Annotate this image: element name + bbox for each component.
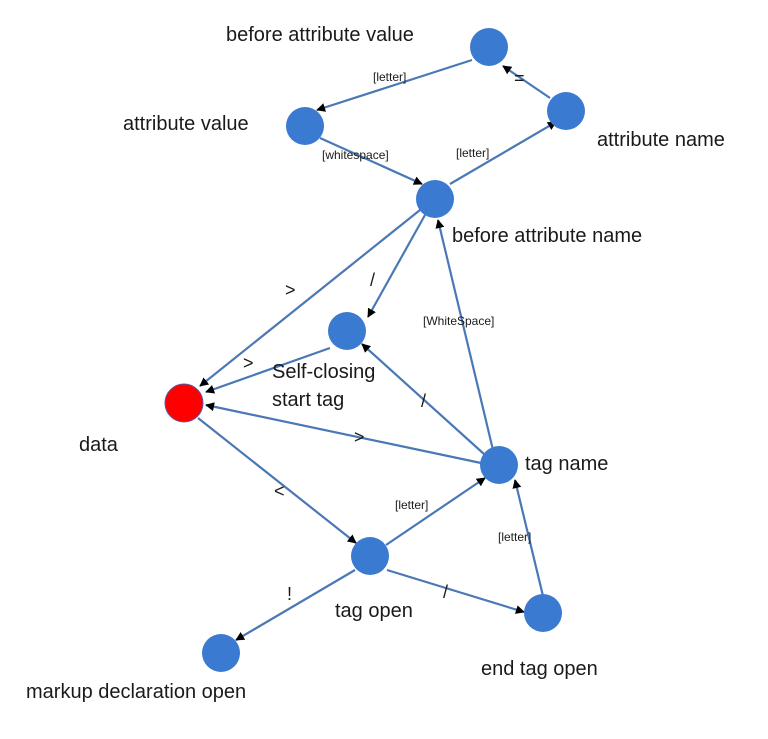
edge-label-an-to-bav: = [514,68,525,88]
edge-label-bav-to-av: [letter] [373,70,406,84]
edge-labels: [letter] = [whitespace] [letter] > / > [… [243,68,531,604]
edge-label-ban-to-an: [letter] [456,146,489,160]
node-before-attribute-value [470,28,508,66]
node-labels: before attribute value attribute value a… [26,24,725,703]
edge-label-to-to-eto: / [443,582,448,602]
edge-label-sc-to-data: > [243,353,254,373]
label-end-tag-open: end tag open [481,658,598,680]
node-attribute-value [286,107,324,145]
nodes [164,28,585,672]
edge-before-attr-value-to-attr-value [316,58,473,112]
label-markup-declaration-open: markup declaration open [26,681,246,703]
edge-before-attr-name-to-data [199,209,421,387]
edge-tag-open-to-markup-decl-open [235,569,356,641]
edge-label-to-to-mdo: ! [287,584,292,604]
edge-label-eto-to-tn: [letter] [498,530,531,544]
edge-attr-value-to-before-attr-name [319,136,423,186]
edge-label-ban-to-sc: / [370,270,375,290]
label-tag-open: tag open [335,600,413,622]
edge-tag-open-to-tag-name [385,477,486,546]
edge-label-av-to-ban: [whitespace] [322,148,389,162]
label-self-closing-line1: Self-closing [272,361,375,383]
edge-label-tn-to-ban: [WhiteSpace] [423,314,494,328]
edge-label-ban-to-data: > [285,280,296,300]
edge-before-attr-name-to-attr-name [449,121,557,185]
label-tag-name: tag name [525,453,608,475]
edge-attr-name-to-before-attr-value [502,65,551,99]
edge-self-closing-to-data [205,346,331,394]
edge-label-data-to-to: < [274,481,285,501]
label-attribute-name: attribute name [597,129,725,151]
node-attribute-name [547,92,585,130]
edges [197,58,557,641]
node-markup-declaration-open [202,634,240,672]
edge-tag-name-to-data [205,402,482,465]
node-data [164,383,204,423]
edge-label-tn-to-data: > [354,427,365,447]
edge-tag-open-to-end-tag-open [386,568,525,614]
label-data: data [79,434,119,456]
node-before-attribute-name [416,180,454,218]
edge-end-tag-open-to-tag-name [512,479,545,597]
label-before-attribute-name: before attribute name [452,225,642,247]
node-tag-name [480,446,518,484]
node-tag-open [351,537,389,575]
edge-label-tn-to-sc: / [421,391,426,411]
edge-tag-name-to-self-closing [361,343,485,455]
label-self-closing-line2: start tag [272,389,344,411]
edge-label-to-to-tn: [letter] [395,498,428,512]
edge-before-attr-name-to-self-closing [367,214,426,318]
node-end-tag-open [524,594,562,632]
label-before-attribute-value: before attribute value [226,24,414,46]
label-attribute-value: attribute value [123,113,249,135]
node-self-closing-start-tag [328,312,366,350]
edge-data-to-tag-open [197,417,357,544]
edge-tag-name-to-before-attr-name [435,219,495,451]
